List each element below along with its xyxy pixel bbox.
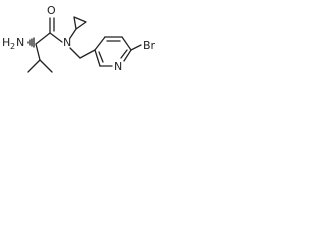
pyridine-nitrogen-label: N [114,60,122,73]
bond-methylene-pyridine [79,49,96,59]
structure-canvas: H 2 N O N [0,0,169,92]
bromine-label: Br [143,39,156,52]
cyclopropyl-ring [73,16,87,30]
bond-amide-methylene [69,47,81,59]
chemical-structure: H 2 N O N [2,4,156,73]
bond-isopropyl-methyl-b [39,59,53,73]
amine-subscript-label: 2 [10,42,15,51]
amine-hydrogen-label: H [2,36,10,49]
pyridine-ring [94,36,132,67]
bond-carbonyl-amide [49,32,63,43]
bond-pyridine-bromine [130,44,142,51]
bond-amide-cyclopropyl [69,28,77,39]
carbonyl-oxygen-label: O [47,4,56,17]
bond-alpha-isopropyl [35,43,41,61]
stereo-hash-bond [27,37,35,48]
amide-nitrogen-label: N [63,36,71,49]
bond-isopropyl-methyl-a [27,59,41,73]
amine-nitrogen-label: N [16,36,24,49]
bond-alpha-carbonyl [35,32,51,45]
